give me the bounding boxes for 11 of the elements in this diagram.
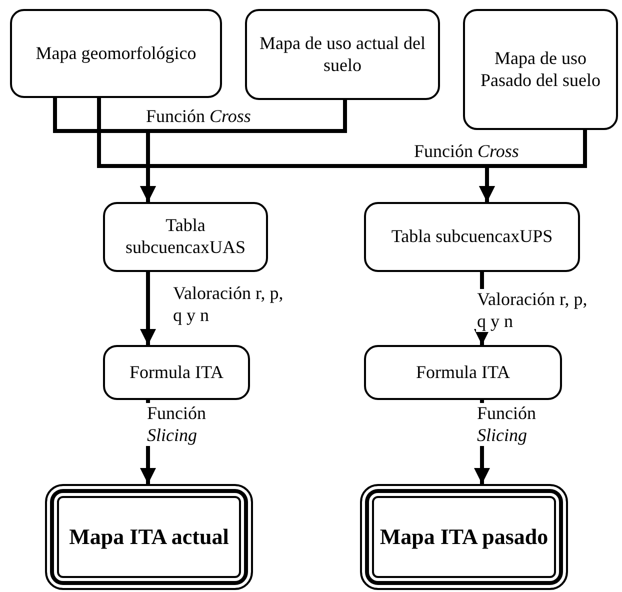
input-map-box: Mapa de uso actual del suelo bbox=[245, 9, 440, 100]
arrow bbox=[140, 272, 156, 345]
process-box: Formula ITA bbox=[364, 345, 562, 400]
table-box: Tabla subcuencaxUPS bbox=[364, 202, 580, 272]
process-box: Formula ITA bbox=[103, 345, 250, 400]
input-map-box: Mapa geomorfológico bbox=[10, 9, 222, 98]
result-box: Mapa ITA pasado bbox=[360, 484, 568, 590]
input-map-box: Mapa de uso Pasado del suelo bbox=[463, 9, 618, 130]
table-box: Tabla subcuencaxUAS bbox=[103, 202, 268, 272]
arrow bbox=[479, 130, 587, 202]
result-box: Mapa ITA actual bbox=[45, 484, 253, 590]
